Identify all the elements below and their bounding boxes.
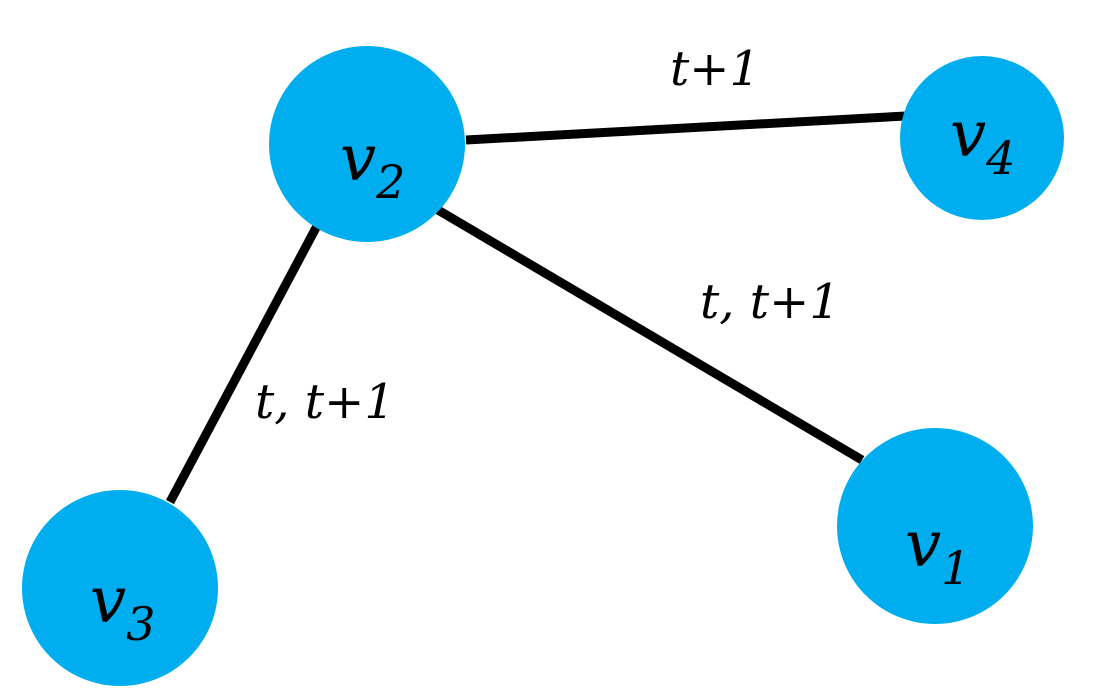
node-v1: v1 (837, 428, 1033, 624)
edge-v2-v4 (465, 111, 907, 145)
edge-v2-v1 (435, 206, 865, 464)
node-v4: v4 (900, 56, 1064, 220)
node-v1-circle (837, 428, 1033, 624)
nodes: v2 v4 v1 v3 (22, 46, 1064, 686)
edges (166, 111, 907, 505)
node-v1-label: v1 (905, 508, 970, 595)
node-v3-circle (22, 490, 218, 686)
node-v4-label: v4 (950, 98, 1015, 185)
node-v4-circle (900, 56, 1064, 220)
node-v2: v2 (269, 46, 465, 242)
node-v2-label: v2 (340, 122, 405, 209)
node-v3-label: v3 (90, 564, 155, 651)
edge-label-v2-v1: t, t+1 (700, 274, 840, 330)
node-v2-circle (269, 46, 465, 242)
edge-v2-v3 (166, 221, 322, 505)
node-v3: v3 (22, 490, 218, 686)
edge-label-v2-v3: t, t+1 (255, 374, 395, 430)
edge-label-v2-v4: t+1 (670, 41, 760, 97)
edge-labels: t+1 t, t+1 t, t+1 (255, 41, 840, 430)
